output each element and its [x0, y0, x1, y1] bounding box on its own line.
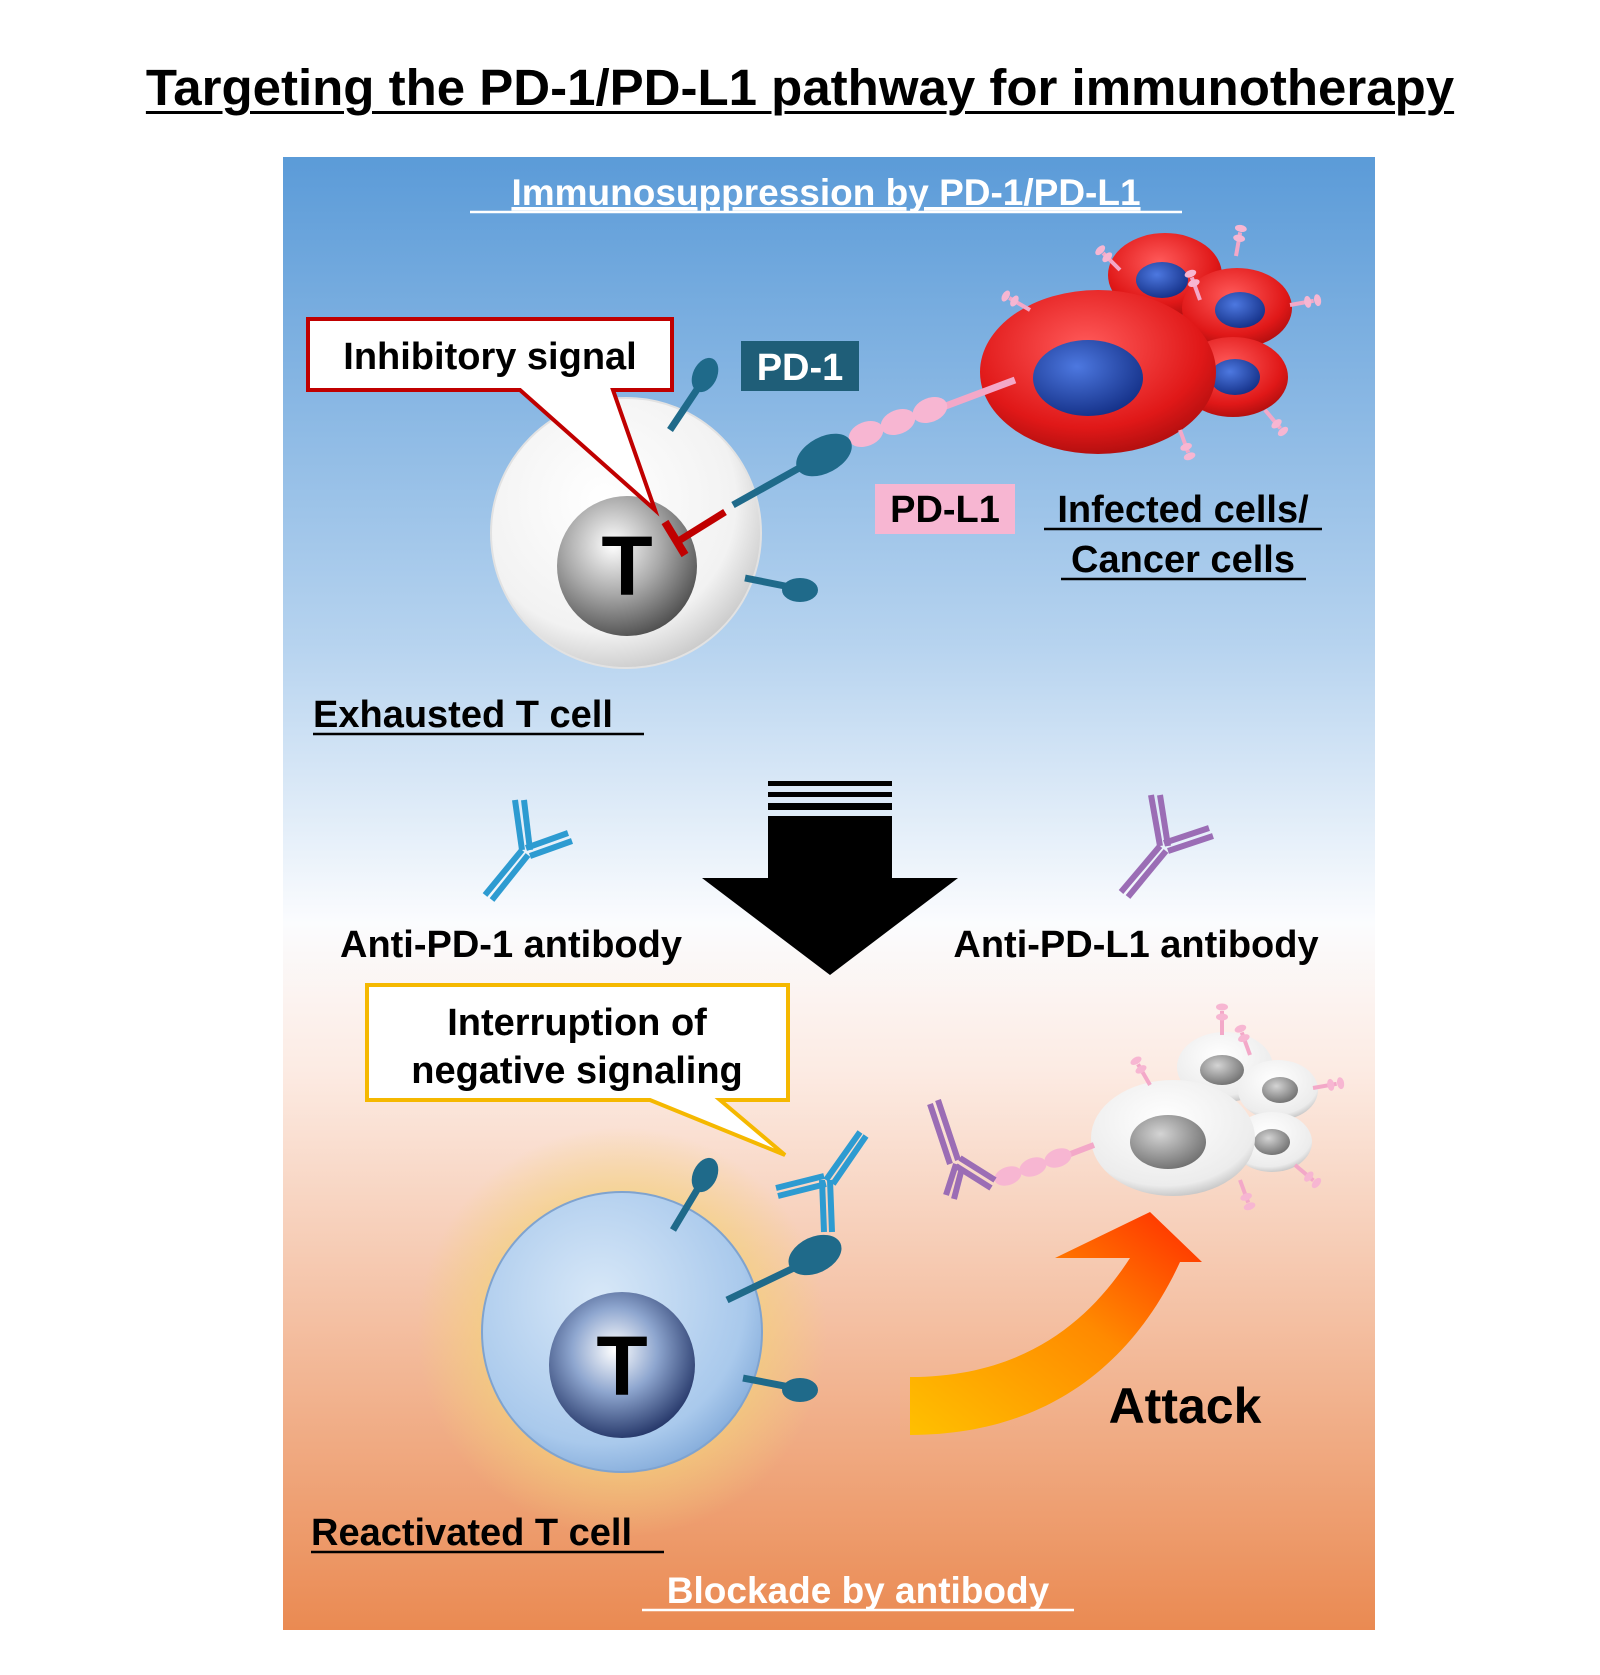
anti-pd1-antibody-icon — [482, 799, 574, 902]
exhausted-t-cell — [490, 397, 762, 669]
tumor-cell-cluster — [980, 221, 1325, 464]
anti-pdl1-antibody-label: Anti-PD-L1 antibody — [953, 924, 1318, 966]
anti-pd1-antibody-label: Anti-PD-1 antibody — [340, 924, 682, 966]
bound-anti-pd1-antibody — [775, 1130, 869, 1233]
blocked-pd1-receptor — [669, 1157, 842, 1402]
page-title: Targeting the PD-1/PD-L1 pathway for imm… — [145, 59, 1455, 116]
pdl1-label: PD-L1 — [890, 489, 1000, 531]
blocked-pdl1-ligand — [994, 1142, 1096, 1186]
anti-pdl1-antibody-icon — [1118, 794, 1214, 899]
top-panel-heading: Immunosuppression by PD-1/PD-L1 — [511, 172, 1140, 213]
pd1-label-box — [741, 341, 859, 391]
pd1-receptor — [667, 357, 852, 602]
interruption-label-line1: Interruption of — [447, 1002, 707, 1044]
bound-anti-pdl1-antibody — [927, 1099, 997, 1200]
exhausted-t-cell-label: Exhausted T cell — [313, 694, 613, 736]
target-cells-label-line1: Infected cells/ — [1057, 489, 1309, 531]
reactivated-t-cell-label: Reactivated T cell — [311, 1512, 632, 1554]
reactivated-t-cell — [417, 1127, 827, 1537]
pathway-diagram: Immunosuppression by PD-1/PD-L1 T — [283, 157, 1375, 1630]
interruption-callout — [365, 983, 790, 1157]
pdl1-label-box — [875, 484, 1015, 534]
pdl1-ligand — [848, 376, 1017, 448]
reactivated-t-cell-letter: T — [596, 1319, 647, 1413]
neutralized-tumor-cluster — [1091, 1001, 1348, 1214]
attack-label: Attack — [1109, 1378, 1262, 1434]
interruption-label-line2: negative signaling — [411, 1050, 743, 1092]
inhibitory-arrow — [661, 509, 727, 558]
inhibitory-signal-callout — [306, 317, 674, 517]
inhibitory-signal-label: Inhibitory signal — [343, 336, 636, 378]
bottom-panel-heading: Blockade by antibody — [667, 1570, 1050, 1611]
exhausted-t-cell-letter: T — [601, 519, 652, 613]
transition-down-arrow — [702, 781, 958, 975]
attack-arrow — [910, 1212, 1202, 1435]
target-cells-label-line2: Cancer cells — [1071, 539, 1295, 581]
pd1-label: PD-1 — [757, 347, 844, 389]
